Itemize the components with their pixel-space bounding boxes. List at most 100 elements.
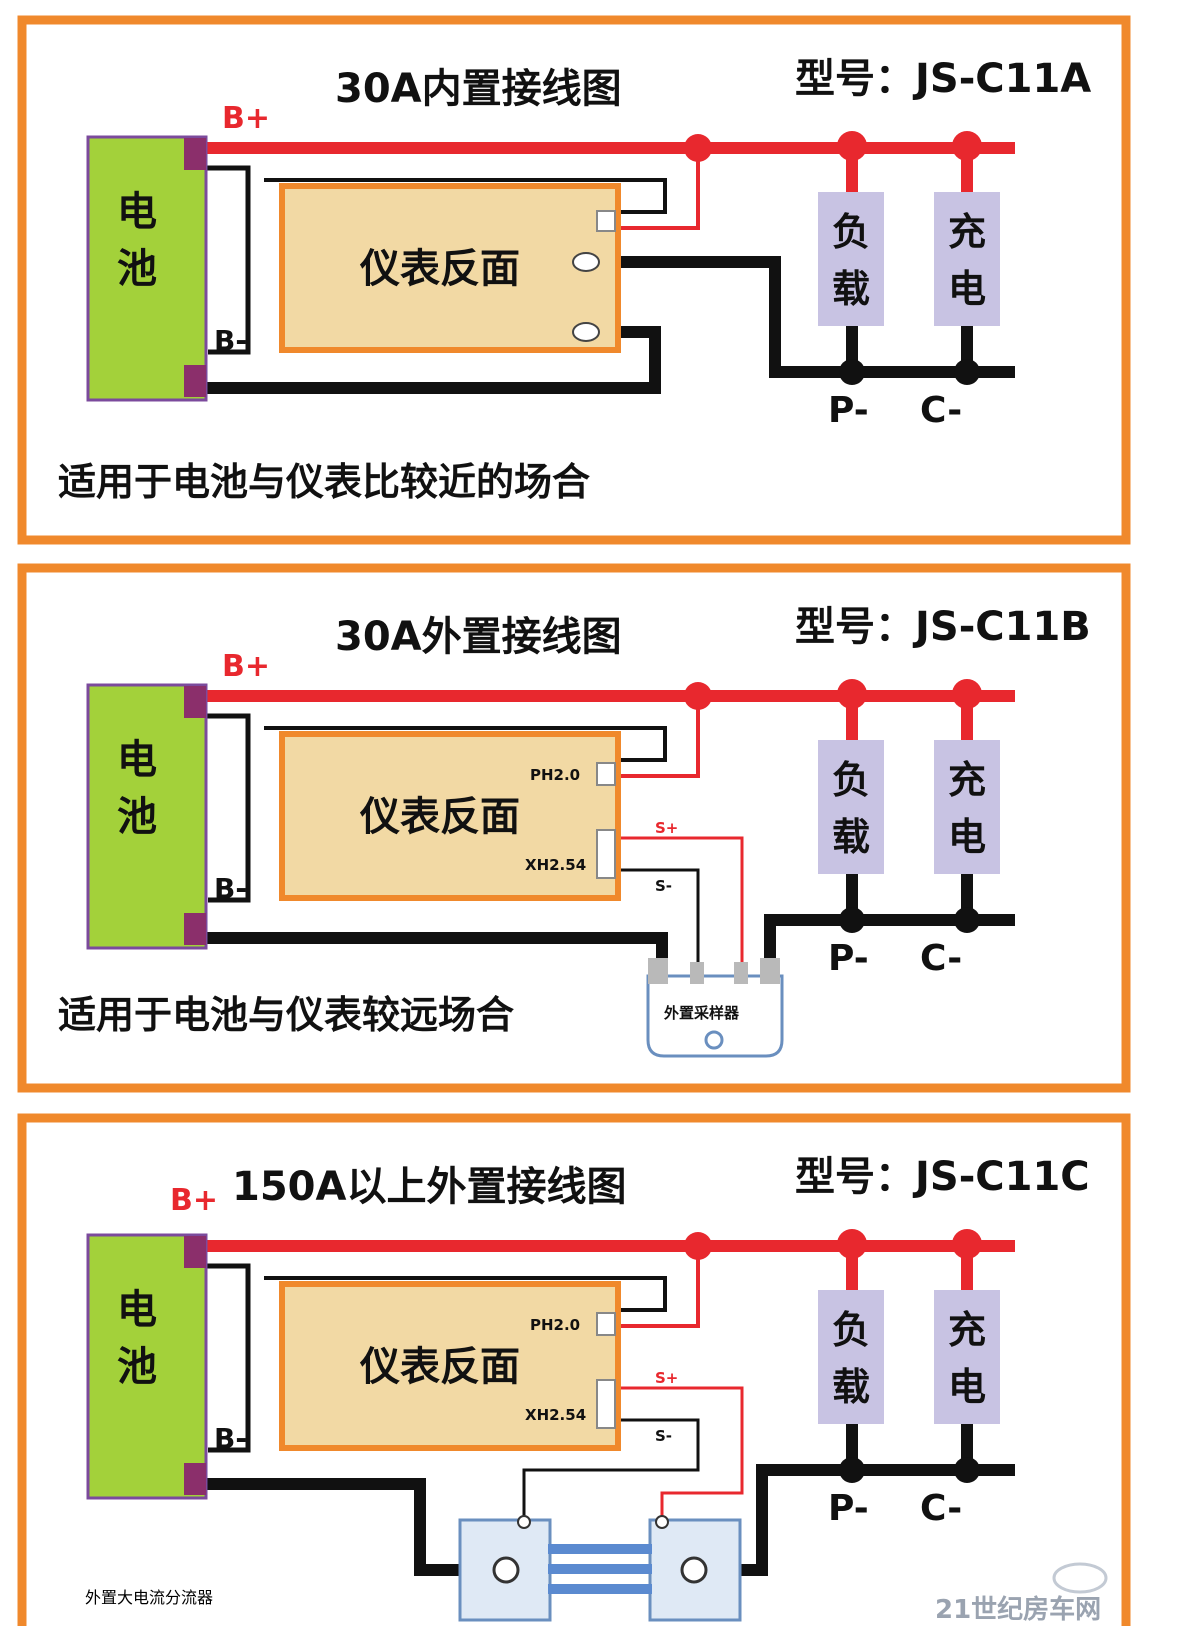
- charge-label-1: 充: [948, 1308, 986, 1352]
- c-minus-junction: [954, 359, 980, 385]
- panel-title: 150A以上外置接线图: [232, 1164, 626, 1210]
- panel-js-c11a: 30A内置接线图 型号：JS-C11A B+ 电 池 B- 仪表反面: [17, 15, 1131, 545]
- meter-back-panel: [279, 1281, 621, 1451]
- meter-terminal-bottom: [572, 322, 600, 342]
- p-minus-label: P-: [828, 938, 869, 979]
- meter-label: 仪表反面: [359, 1344, 520, 1390]
- battery-negative-terminal: [184, 1463, 206, 1495]
- panel-js-c11c: 150A以上外置接线图 型号：JS-C11C B+ 电 池 B- PH2.: [17, 1113, 1131, 1626]
- watermark-logo-icon: [1052, 1562, 1108, 1594]
- load-positive-junction: [837, 131, 867, 161]
- sense-negative-wire: [612, 868, 700, 968]
- shunt-sense-screw-right: [655, 1515, 669, 1529]
- charge-box: [934, 740, 1000, 874]
- xh254-label: XH2.54: [525, 1406, 586, 1424]
- sense-negative-wire: [522, 1418, 700, 1516]
- load-label-2: 载: [832, 1365, 870, 1409]
- charge-positive-junction: [952, 1229, 982, 1259]
- b-minus-label: B-: [214, 1422, 247, 1455]
- charge-positive-junction: [952, 131, 982, 161]
- meter-label: 仪表反面: [359, 246, 520, 292]
- sampler-pin-4: [760, 958, 780, 984]
- ph20-label: PH2.0: [530, 766, 580, 784]
- usage-note: 适用于电池与仪表较远场合: [58, 993, 514, 1037]
- panel-title: 30A内置接线图: [335, 66, 622, 112]
- charge-label-2: 电: [948, 267, 986, 311]
- watermark: 21世纪房车网: [935, 1562, 1108, 1625]
- sampler-pin-1: [648, 958, 668, 984]
- shunt-sense-screw-left: [517, 1515, 531, 1529]
- load-box: [818, 740, 884, 874]
- charge-box: [934, 1290, 1000, 1424]
- battery-negative-wire: [200, 326, 661, 394]
- s-plus-label: S+: [655, 819, 678, 837]
- panel-title: 30A外置接线图: [335, 614, 622, 660]
- ph20-connector: [596, 1312, 616, 1336]
- charge-label-1: 充: [948, 210, 986, 254]
- battery-label-1: 电: [117, 189, 157, 235]
- shunt-bar-2: [548, 1564, 652, 1574]
- s-plus-label: S+: [655, 1369, 678, 1387]
- meter-power-negative-wire: [200, 165, 251, 355]
- load-label-1: 负: [832, 758, 870, 802]
- external-sampler-body: [646, 974, 784, 1058]
- sense-positive-wire: [612, 1386, 744, 1516]
- battery-label-2: 池: [117, 246, 157, 292]
- battery-negative-terminal: [184, 365, 206, 397]
- load-label-2: 载: [832, 267, 870, 311]
- battery-positive-terminal: [184, 138, 206, 170]
- charge-label-2: 电: [948, 815, 986, 859]
- c-minus-label: C-: [920, 390, 962, 431]
- meter-power-positive-wire: [612, 696, 700, 778]
- shunt-bolt-left: [492, 1556, 520, 1584]
- model-number: 型号：JS-C11A: [795, 56, 1091, 102]
- load-negative-wire: [600, 256, 1015, 378]
- sampler-label: 外置采样器: [663, 1004, 740, 1022]
- load-box: [818, 1290, 884, 1424]
- battery-positive-terminal: [184, 1236, 206, 1268]
- shunt-bar-1: [548, 1544, 652, 1554]
- load-positive-junction: [837, 679, 867, 709]
- panel-frame: [17, 563, 1131, 1093]
- battery-label-1: 电: [117, 737, 157, 783]
- load-box: [818, 192, 884, 326]
- load-negative-wire: [764, 914, 1015, 973]
- positive-junction: [684, 1232, 712, 1260]
- battery-label-1: 电: [117, 1287, 157, 1333]
- meter-power-connector: [596, 210, 616, 232]
- meter-back-panel: [279, 183, 621, 353]
- b-plus-label: B+: [222, 649, 270, 684]
- panel-js-c11b: 30A外置接线图 型号：JS-C11B B+ 电 池 B- PH2.0: [17, 563, 1131, 1093]
- battery-negative-wire: [200, 932, 668, 973]
- shunt-left-block: [458, 1518, 552, 1622]
- meter-power-ground-loop: [264, 726, 667, 762]
- sampler-pin-2: [690, 962, 704, 984]
- s-minus-label: S-: [655, 1427, 672, 1445]
- c-minus-junction: [954, 1457, 980, 1483]
- battery-negative-terminal: [184, 913, 206, 945]
- charge-label-2: 电: [948, 1365, 986, 1409]
- ph20-label: PH2.0: [530, 1316, 580, 1334]
- model-number: 型号：JS-C11C: [795, 1154, 1090, 1200]
- p-minus-label: P-: [828, 390, 869, 431]
- meter-power-negative-wire: [200, 713, 251, 903]
- shunt-bolt-right: [680, 1556, 708, 1584]
- b-minus-label: B-: [214, 324, 247, 357]
- battery-label-2: 池: [117, 794, 157, 840]
- b-plus-label: B+: [222, 101, 270, 136]
- meter-power-ground-loop: [264, 1276, 667, 1312]
- c-minus-label: C-: [920, 1488, 962, 1529]
- charge-label-1: 充: [948, 758, 986, 802]
- positive-junction: [684, 134, 712, 162]
- load-label-1: 负: [832, 210, 870, 254]
- positive-junction: [684, 682, 712, 710]
- meter-back-panel: [279, 731, 621, 901]
- p-minus-label: P-: [828, 1488, 869, 1529]
- meter-power-ground-loop: [264, 178, 667, 214]
- p-minus-junction: [839, 1457, 865, 1483]
- model-number: 型号：JS-C11B: [795, 604, 1091, 650]
- load-label-1: 负: [832, 1308, 870, 1352]
- load-label-2: 载: [832, 815, 870, 859]
- meter-terminal-top: [572, 252, 600, 272]
